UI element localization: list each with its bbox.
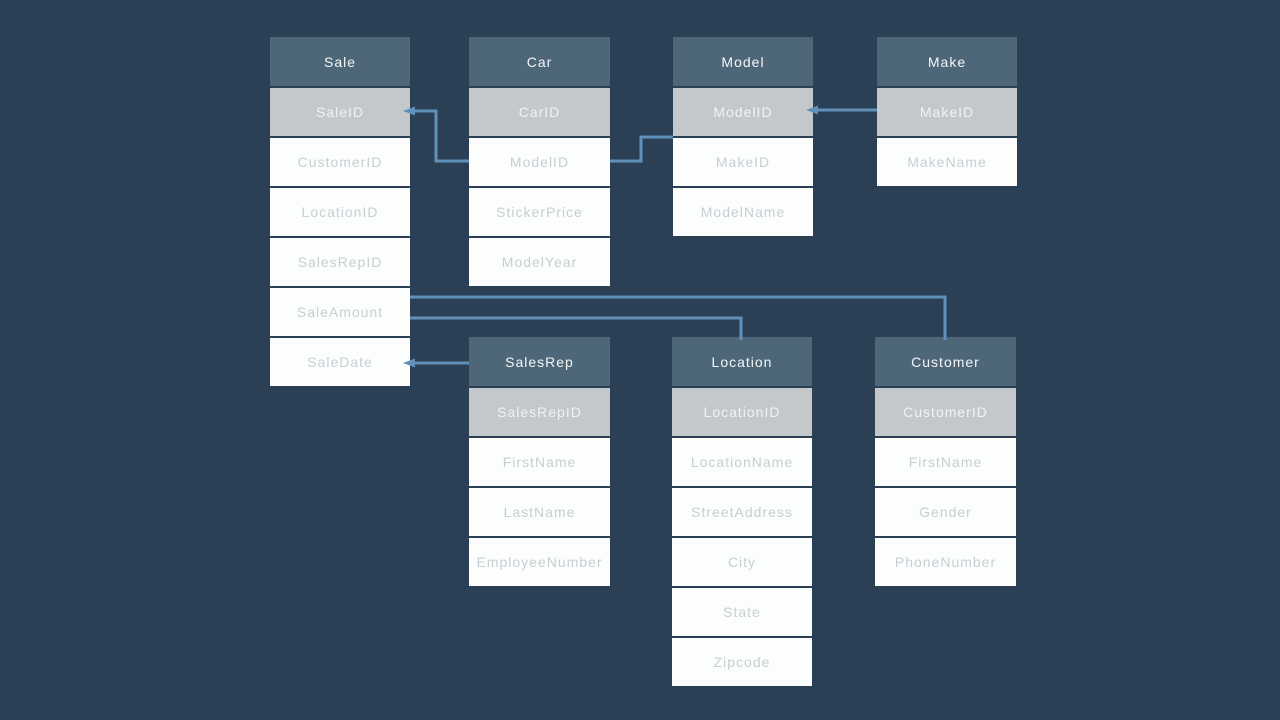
connector-sale-saleid-to-car-modelid bbox=[410, 109, 469, 163]
field-city: City bbox=[672, 538, 812, 586]
field-modelyear: ModelYear bbox=[469, 238, 610, 286]
field-stickerprice: StickerPrice bbox=[469, 188, 610, 236]
key-field-modelid: ModelID bbox=[673, 88, 813, 136]
table-title-customer: Customer bbox=[875, 337, 1016, 386]
connector-sale-to-customer bbox=[410, 295, 947, 340]
field-locationid: LocationID bbox=[270, 188, 410, 236]
table-title-car: Car bbox=[469, 37, 610, 86]
connector-car-modelid-to-model bbox=[610, 135, 673, 163]
field-lastname: LastName bbox=[469, 488, 610, 536]
table-title-model: Model bbox=[673, 37, 813, 86]
field-customerid: CustomerID bbox=[270, 138, 410, 186]
field-modelname: ModelName bbox=[673, 188, 813, 236]
field-state: State bbox=[672, 588, 812, 636]
table-title-make: Make bbox=[877, 37, 1017, 86]
field-locationname: LocationName bbox=[672, 438, 812, 486]
key-field-customerid: CustomerID bbox=[875, 388, 1016, 436]
field-gender: Gender bbox=[875, 488, 1016, 536]
field-saledate: SaleDate bbox=[270, 338, 410, 386]
key-field-carid: CarID bbox=[469, 88, 610, 136]
field-firstname: FirstName bbox=[469, 438, 610, 486]
key-field-makeid: MakeID bbox=[877, 88, 1017, 136]
field-makename: MakeName bbox=[877, 138, 1017, 186]
field-employeenumber: EmployeeNumber bbox=[469, 538, 610, 586]
table-title-location: Location bbox=[672, 337, 812, 386]
field-zipcode: Zipcode bbox=[672, 638, 812, 686]
field-salesrepid: SalesRepID bbox=[270, 238, 410, 286]
table-title-sale: Sale bbox=[270, 37, 410, 86]
field-streetaddress: StreetAddress bbox=[672, 488, 812, 536]
key-field-salesrepid: SalesRepID bbox=[469, 388, 610, 436]
field-firstname: FirstName bbox=[875, 438, 1016, 486]
key-field-saleid: SaleID bbox=[270, 88, 410, 136]
table-title-salesrep: SalesRep bbox=[469, 337, 610, 386]
key-field-locationid: LocationID bbox=[672, 388, 812, 436]
field-phonenumber: PhoneNumber bbox=[875, 538, 1016, 586]
field-saleamount: SaleAmount bbox=[270, 288, 410, 336]
field-makeid: MakeID bbox=[673, 138, 813, 186]
field-modelid: ModelID bbox=[469, 138, 610, 186]
